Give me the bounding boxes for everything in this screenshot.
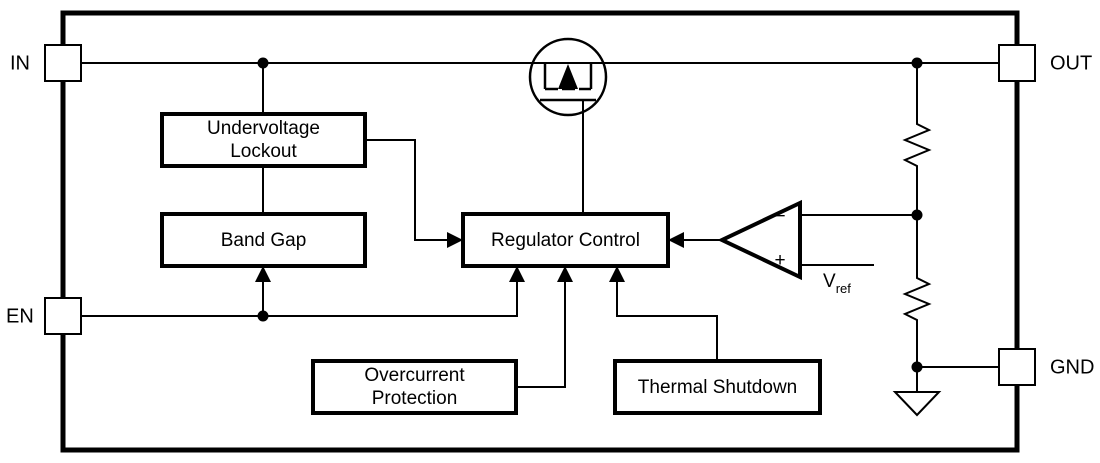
band-gap-block[interactable]: Band Gap — [160, 212, 367, 268]
package-outline — [60, 10, 1020, 453]
uvlo-to-regulator-wire — [364, 139, 456, 241]
out-pin-box[interactable] — [998, 44, 1036, 82]
thermal-shutdown-block[interactable]: Thermal Shutdown — [613, 359, 822, 415]
in-pin-box[interactable] — [44, 44, 82, 82]
ground-symbol — [892, 366, 942, 417]
feedback-resistor-upper — [902, 117, 932, 173]
en-pin-box[interactable] — [44, 297, 82, 335]
arrow-ocp-to-regulator — [557, 266, 573, 282]
arrow-thermal-to-regulator — [609, 266, 625, 282]
en-pin-label: EN — [6, 305, 34, 327]
amplifier-minus-label: − — [774, 206, 785, 227]
overcurrent-protection-block[interactable]: Overcurrent Protection — [311, 359, 518, 415]
gnd-pin-box[interactable] — [998, 348, 1036, 386]
out-pin-label: OUT — [1050, 52, 1092, 74]
feedback-resistor-lower — [902, 271, 932, 327]
ocp-to-regulator-wire — [515, 273, 566, 388]
amplifier-plus-label: + — [774, 250, 785, 271]
ground-triangle — [892, 391, 942, 417]
gnd-pin[interactable]: GND — [998, 348, 1094, 386]
mosfet-bulk-arrow — [558, 64, 578, 89]
thermal-to-regulator-wire — [616, 273, 718, 362]
thermal-shutdown-box[interactable] — [613, 359, 822, 415]
undervoltage-lockout-label-line1: Undervoltage — [207, 118, 320, 139]
undervoltage-lockout-label-line2: Lockout — [230, 141, 297, 162]
regulator-control-box[interactable] — [461, 212, 670, 268]
undervoltage-lockout-block[interactable]: Undervoltage Lockout — [160, 112, 367, 168]
band-gap-label: Band Gap — [221, 230, 307, 251]
vref-label: Vref — [823, 271, 851, 296]
band-gap-box[interactable] — [160, 212, 367, 268]
pass-mosfet-symbol — [528, 37, 608, 117]
overcurrent-protection-label-line2: Protection — [372, 388, 458, 409]
arrow-en-to-bandgap — [255, 266, 271, 282]
arrow-en-to-regulator — [509, 266, 525, 282]
thermal-shutdown-label: Thermal Shutdown — [638, 377, 797, 398]
junction-dot-in-uvlo — [257, 57, 269, 69]
regulator-control-label: Regulator Control — [491, 230, 640, 251]
vref-subscript: ref — [836, 281, 852, 296]
gnd-pin-label: GND — [1050, 356, 1094, 378]
overcurrent-protection-box[interactable] — [311, 359, 518, 415]
arrow-uvlo-to-regulator — [447, 232, 463, 248]
in-pin[interactable]: IN — [10, 44, 82, 82]
vref-symbol: V — [823, 271, 836, 292]
undervoltage-lockout-box[interactable] — [160, 112, 367, 168]
overcurrent-protection-label-line1: Overcurrent — [364, 365, 465, 386]
out-pin[interactable]: OUT — [998, 44, 1092, 82]
arrow-amplifier-to-regulator — [668, 232, 684, 248]
amplifier-triangle — [717, 199, 802, 281]
error-amplifier-symbol: − + — [717, 199, 802, 281]
in-pin-label: IN — [10, 52, 30, 74]
mosfet-envelope-circle — [528, 37, 608, 117]
regulator-control-block[interactable]: Regulator Control — [461, 212, 670, 268]
en-pin[interactable]: EN — [6, 297, 82, 335]
